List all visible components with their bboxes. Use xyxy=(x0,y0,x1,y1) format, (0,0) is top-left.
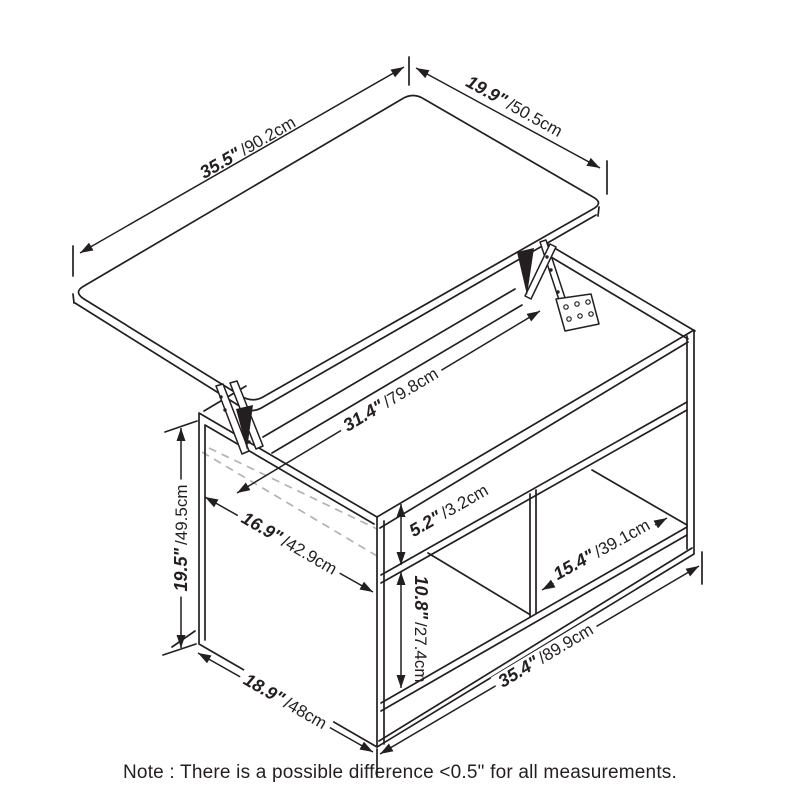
table-top-edge xyxy=(74,214,597,412)
dimension-lines xyxy=(72,56,703,778)
cabinet-body xyxy=(198,242,696,748)
lift-hinge-left xyxy=(215,380,264,455)
dim-top-depth-line xyxy=(415,67,601,169)
dim-cubby-height-label: 10.8"/27.4cm xyxy=(410,575,431,683)
table-top-corner-edges xyxy=(72,206,600,304)
well-floor-edges xyxy=(262,288,523,454)
dim-top-length-line xyxy=(79,66,405,254)
rim-back-edge xyxy=(545,242,696,340)
dim-cm-value: /49.5cm xyxy=(172,484,192,545)
dim-inch-value: 19.5" xyxy=(171,547,192,592)
left-cubby-floor-side xyxy=(427,552,530,615)
lift-hinge-right xyxy=(517,239,600,332)
dimension-ticks xyxy=(72,56,703,778)
note-text: Note : There is a possible difference <0… xyxy=(123,762,677,783)
right-cubby-floor-side xyxy=(591,469,688,526)
hinge-wedge xyxy=(517,248,534,295)
shelf-front-edge xyxy=(380,401,688,584)
dim-cm-value: /27.4cm xyxy=(410,622,430,683)
dim-height-label: 19.5"/49.5cm xyxy=(171,479,192,597)
cubby-divider xyxy=(529,489,537,618)
dim-inch-value: 10.8" xyxy=(410,575,431,620)
